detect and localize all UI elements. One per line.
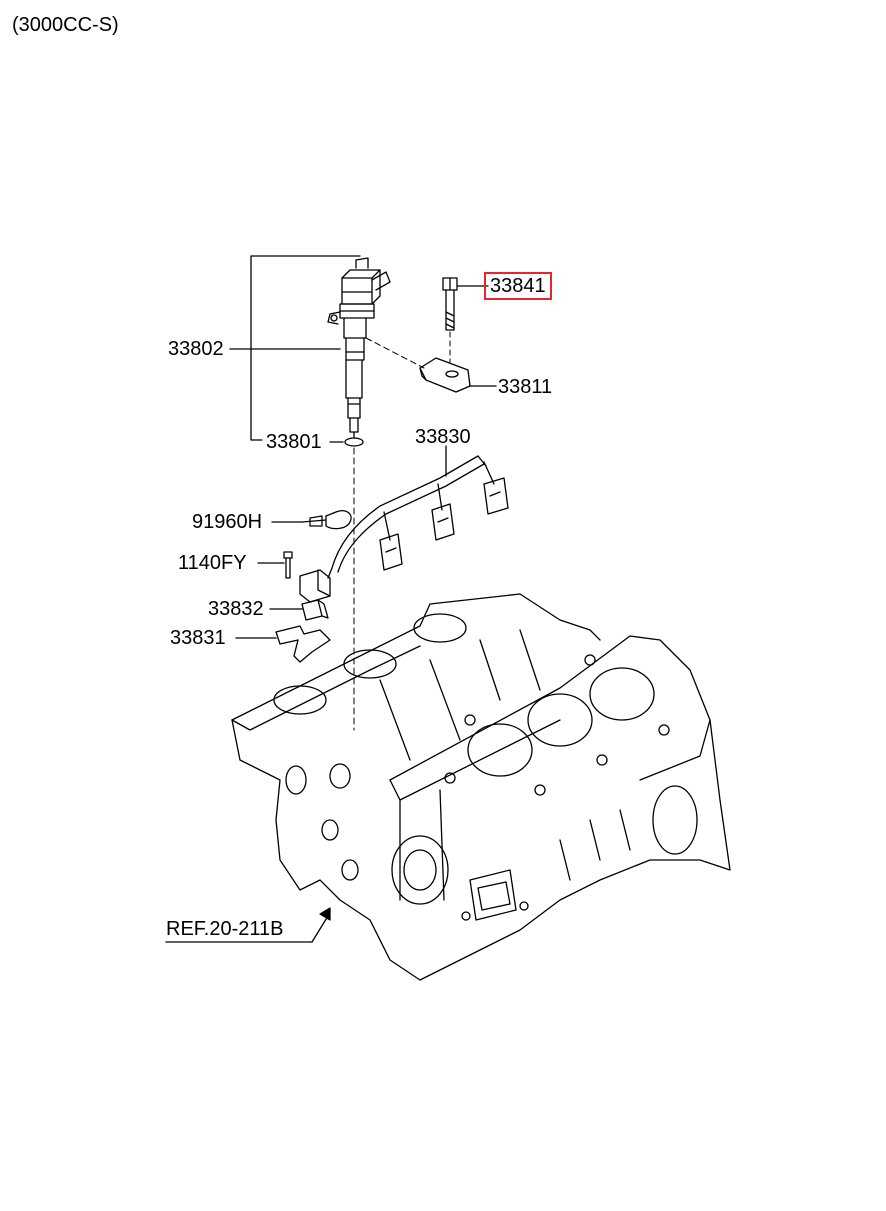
injector-group-bracket <box>229 255 361 441</box>
part-label-33802[interactable]: 33802 <box>168 338 224 360</box>
clip-shape[interactable] <box>301 599 329 621</box>
part-label-33801[interactable]: 33801 <box>266 431 322 453</box>
injector-shape[interactable] <box>327 257 391 439</box>
reference-leader <box>165 907 331 943</box>
small-bolt-shape[interactable] <box>283 551 293 579</box>
part-label-33830[interactable]: 33830 <box>415 426 471 448</box>
part-label-33841[interactable]: 33841 <box>484 272 552 300</box>
part-label-33831[interactable]: 33831 <box>170 627 226 649</box>
reference-label[interactable]: REF.20-211B <box>166 918 284 940</box>
o-ring-shape[interactable] <box>344 437 364 447</box>
part-label-91960h[interactable]: 91960H <box>192 511 263 533</box>
bolt-shape[interactable] <box>442 277 458 331</box>
engine-variant-title: (3000CC-S) <box>12 14 119 36</box>
cable-tie-shape[interactable] <box>301 510 352 530</box>
bracket-shape[interactable] <box>275 625 331 663</box>
engine-block-shape <box>231 593 731 981</box>
part-label-33832[interactable]: 33832 <box>208 598 264 620</box>
clamp-shape[interactable] <box>419 357 471 393</box>
part-label-1140fy[interactable]: 1140FY <box>178 552 247 574</box>
wiring-harness-shape[interactable] <box>327 455 509 579</box>
harness-end-connector-shape[interactable] <box>299 569 331 603</box>
part-label-33811[interactable]: 33811 <box>498 376 553 398</box>
